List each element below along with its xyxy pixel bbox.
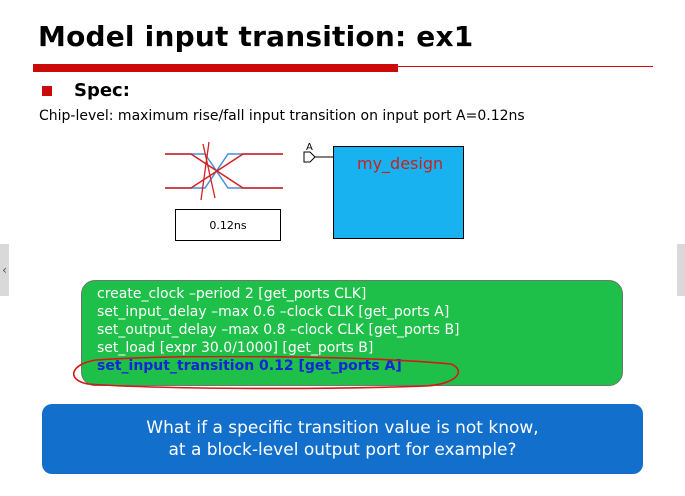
bullet-square-icon [42, 86, 52, 96]
slide-title: Model input transition: ex1 [38, 20, 474, 53]
input-port-icon: A [303, 142, 333, 163]
sdc-code-box [81, 280, 623, 386]
code-line-set-output-delay: set_output_delay –max 0.8 –clock CLK [ge… [97, 322, 460, 338]
design-block [333, 146, 464, 239]
code-line-set-load: set_load [expr 30.0/1000] [get_ports B] [97, 340, 374, 356]
sdc-code-lines: create_clock –period 2 [get_ports CLK] s… [97, 285, 460, 375]
question-line-1: What if a specific transition value is n… [146, 418, 539, 438]
next-slide-button[interactable] [677, 244, 685, 296]
spec-description: Chip-level: maximum rise/fall input tran… [39, 108, 525, 124]
waveform-red-stroke-2 [200, 141, 210, 201]
transition-value-box: 0.12ns [175, 209, 281, 241]
waveform-red-rising [165, 153, 283, 189]
code-line-set-input-delay: set_input_delay –max 0.6 –clock CLK [get… [97, 304, 450, 320]
title-underline-bar [33, 64, 398, 72]
design-block-label: my_design [357, 154, 444, 173]
previous-slide-button[interactable]: ‹ [0, 244, 9, 296]
transition-value-label: 0.12ns [209, 218, 247, 232]
question-callout: What if a specific transition value is n… [42, 404, 643, 474]
chevron-left-icon: ‹ [2, 263, 7, 277]
code-line-set-input-transition: set_input_transition 0.12 [get_ports A] [97, 358, 402, 374]
title-underline-line [398, 66, 653, 67]
spec-heading: Spec: [74, 80, 130, 101]
transition-waveform [165, 141, 283, 201]
question-line-2: at a block-level output port for example… [168, 440, 517, 460]
port-label: A [306, 142, 313, 153]
highlight-ellipse-annotation [72, 356, 460, 390]
waveform-red-stroke-1 [202, 143, 216, 199]
code-line-create-clock: create_clock –period 2 [get_ports CLK] [97, 286, 367, 302]
